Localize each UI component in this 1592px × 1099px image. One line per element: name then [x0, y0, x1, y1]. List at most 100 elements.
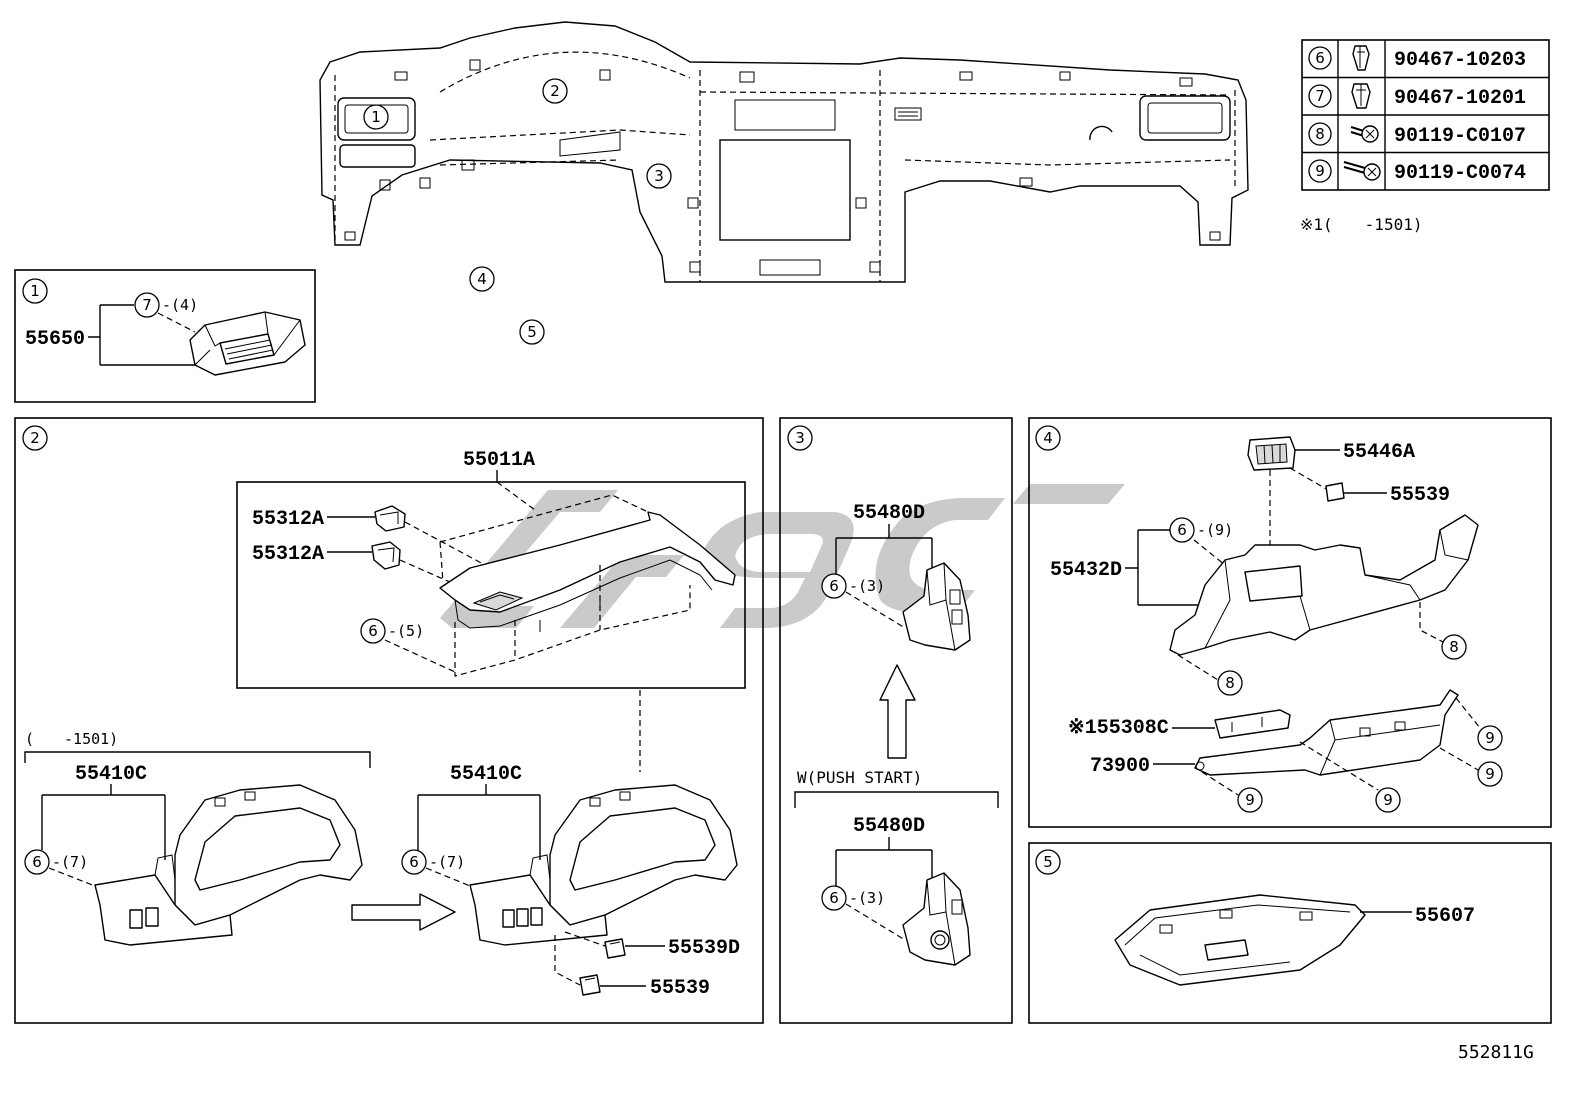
screw-callout-8-left-text: 8 [1225, 674, 1235, 692]
part-label-55410C-left[interactable]: 55410C [75, 763, 147, 786]
screw-callout-8-right-text: 8 [1449, 638, 1459, 656]
part-label-55446A[interactable]: 55446A [1343, 441, 1415, 464]
bracket-55308C [1214, 709, 1291, 739]
fastener-part-90119-C0107[interactable]: 90119-C0107 [1394, 125, 1526, 148]
overview-callout-3: 3 [646, 163, 672, 189]
screw-callout-9-b: 9 [1477, 761, 1503, 787]
fastener-qty: -(4) [162, 296, 198, 314]
fastener-table: 6 90467-10203 7 90467-10201 8 9 [1300, 39, 1550, 234]
overview-callout-2-text: 2 [550, 82, 560, 100]
fastener-row-8: 8 90119-C0107 [1308, 122, 1526, 148]
fastener-callout-7-text: 7 [142, 296, 152, 314]
part-label-55410C-right[interactable]: 55410C [450, 763, 522, 786]
push-start-switch-icon [930, 930, 950, 950]
section-2-callout: 2 [22, 425, 48, 451]
part-label-55650[interactable]: 55650 [25, 328, 85, 351]
clip-55312A-upper [374, 505, 406, 532]
overview-callout-4-text: 4 [477, 270, 487, 288]
lower-finish-panel-upper [902, 562, 971, 651]
fastener-part-90467-10203[interactable]: 90467-10203 [1394, 49, 1526, 72]
fastener-callout-6-cover: 6 -(5) [360, 618, 424, 644]
fastener-row-9: 9 90119-C0074 [1308, 159, 1526, 185]
screw-icon [1343, 161, 1381, 181]
overview-callout-1: 1 [363, 104, 389, 130]
fastener-part-90467-10201[interactable]: 90467-10201 [1394, 87, 1526, 110]
part-label-55539-box2[interactable]: 55539 [650, 977, 710, 1000]
section-box-4: 4 55446A 55539 55432D 6 -(9) [1028, 417, 1552, 828]
fastener-callout-6-upper-text: 6 [829, 577, 839, 595]
fastener-callout-7: 7 -(4) [134, 292, 198, 318]
section-4-callout: 4 [1035, 425, 1061, 451]
section-2-callout-text: 2 [30, 429, 40, 447]
screw-callout-9-c: 9 [1237, 787, 1263, 813]
direction-arrow-right [351, 893, 456, 931]
section-1-callout-text: 1 [30, 282, 40, 300]
part-label-55011A[interactable]: 55011A [463, 449, 535, 472]
clip-55539D [604, 938, 626, 959]
screw-callout-8-right: 8 [1441, 634, 1467, 660]
part-label-55539D[interactable]: 55539D [668, 937, 740, 960]
part-label-55432D[interactable]: 55432D [1050, 559, 1122, 582]
fastener-callout-6-lower: 6 -(3) [821, 885, 885, 911]
fastener-ref-9: 9 [1315, 162, 1325, 180]
overview-callout-5-text: 5 [527, 323, 537, 341]
screw-callout-9-b-text: 9 [1485, 765, 1495, 783]
upper-cover-panel [439, 494, 736, 677]
vent-55446A [1247, 436, 1296, 471]
fastener-row-6: 6 90467-10203 [1308, 45, 1526, 72]
part-label-55312A-lower[interactable]: 55312A [252, 543, 324, 566]
direction-arrow-up [879, 664, 916, 759]
clip-55539 [579, 974, 601, 996]
under-cover-tray-55607 [1114, 894, 1366, 986]
screw-callout-9-d-text: 9 [1383, 791, 1393, 809]
lower-finish-panel-lower [902, 872, 971, 966]
fastener-qty-cover: -(5) [388, 622, 424, 640]
overview-callout-1-text: 1 [371, 108, 381, 126]
fastener-ref-7: 7 [1315, 87, 1325, 105]
clip-icon [1351, 83, 1371, 109]
section-box-5: 5 55607 [1028, 842, 1552, 1024]
fastener-qty-lower: -(3) [849, 889, 885, 907]
section-3-callout-text: 3 [795, 429, 805, 447]
fastener-callout-6-left: 6 -(7) [24, 849, 88, 875]
screw-callout-9-a: 9 [1477, 725, 1503, 751]
fastener-callout-6-panel: 6 -(9) [1169, 517, 1233, 543]
overview-callout-3-text: 3 [654, 167, 664, 185]
variant-note-1501: ( -1501) [25, 730, 118, 748]
cover-subassembly-frame [236, 481, 746, 689]
air-vent-part [189, 311, 306, 376]
clip-55312A-lower [371, 541, 401, 570]
part-label-55539-box4[interactable]: 55539 [1390, 484, 1450, 507]
part-label-55308C[interactable]: ※155308C [1068, 717, 1169, 740]
fastener-ref-8: 8 [1315, 125, 1325, 143]
fastener-part-90119-C0074[interactable]: 90119-C0074 [1394, 162, 1526, 185]
fastener-callout-6-upper: 6 -(3) [821, 573, 885, 599]
overview-callout-5: 5 [519, 319, 545, 345]
part-label-55607[interactable]: 55607 [1415, 905, 1475, 928]
section-4-callout-text: 4 [1043, 429, 1053, 447]
part-label-55480D-upper[interactable]: 55480D [853, 502, 925, 525]
fastener-callout-6-right: 6 -(7) [401, 849, 465, 875]
diagram-code: 552811G [1458, 1042, 1534, 1063]
clip-55539-box4 [1325, 482, 1345, 502]
fastener-callout-6-cover-text: 6 [368, 622, 378, 640]
screw-callout-9-d: 9 [1375, 787, 1401, 813]
screw-callout-9-a-text: 9 [1485, 729, 1495, 747]
part-label-73900[interactable]: 73900 [1090, 755, 1150, 778]
meter-hood-right [469, 784, 738, 946]
section-5-callout: 5 [1035, 849, 1061, 875]
screw-callout-9-c-text: 9 [1245, 791, 1255, 809]
section-box-2: 2 55011A 55312A 55312A [14, 417, 764, 1024]
overview-callout-4: 4 [469, 266, 495, 292]
part-label-55312A-upper[interactable]: 55312A [252, 508, 324, 531]
lower-panel-55432D [1169, 514, 1479, 656]
fastener-row-7: 7 90467-10201 [1308, 83, 1526, 110]
section-3-callout: 3 [787, 425, 813, 451]
knee-reinforcement-73900 [1194, 689, 1459, 776]
part-label-55480D-lower[interactable]: 55480D [853, 815, 925, 838]
fastener-ref-6: 6 [1315, 49, 1325, 67]
clip-icon [1352, 45, 1370, 71]
screw-icon [1350, 125, 1379, 143]
meter-hood-left [94, 784, 363, 946]
